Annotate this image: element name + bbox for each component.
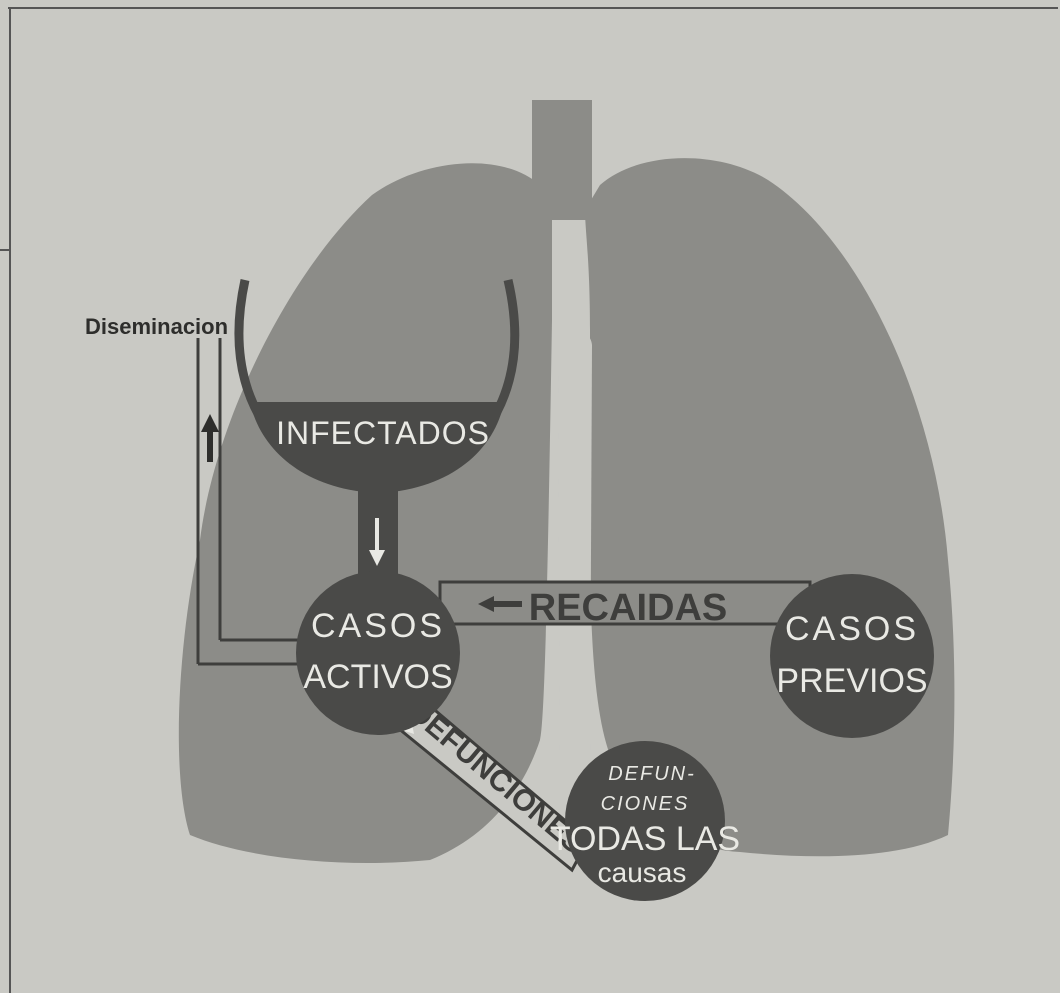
all-deaths-line2: CIONES [601,793,690,815]
mediastinum-gap [558,330,592,760]
active-cases-line2: ACTIVOS [303,658,452,696]
previous-cases-circle [770,574,934,738]
all-deaths-line4: causas [598,857,687,888]
all-deaths-line1: DEFUN- [608,763,696,785]
all-deaths-line3: TODAS LAS [550,820,740,858]
active-cases-circle [296,571,460,735]
infected-label: INFECTADOS [276,415,490,451]
relapses-label: RECAIDAS [529,587,727,629]
dissemination-label: Diseminacion [85,314,228,339]
active-cases-line1: CASOS [311,607,445,645]
previous-cases-line2: PREVIOS [776,662,927,700]
previous-cases-line1: CASOS [785,610,919,648]
